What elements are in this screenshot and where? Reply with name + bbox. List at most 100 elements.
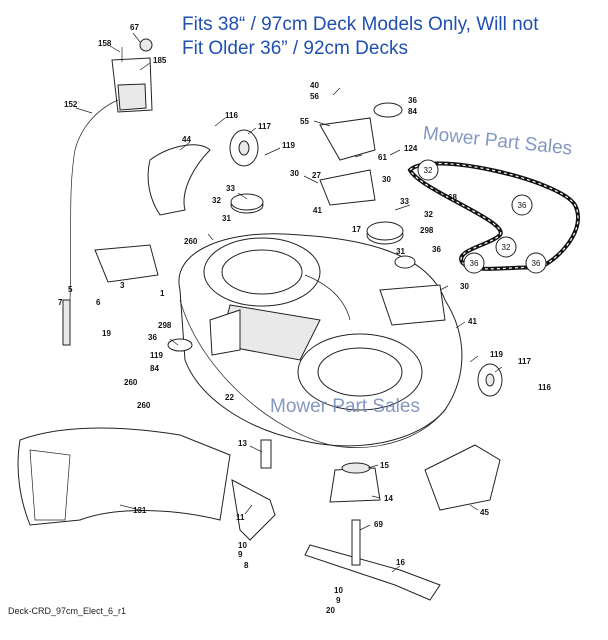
idler-arm (319, 117, 376, 161)
part-label: 10 (238, 541, 247, 550)
part-label: 260 (124, 378, 138, 387)
part-label: 298 (158, 321, 172, 330)
part-label: 9 (238, 550, 243, 559)
idler-pulley (394, 255, 416, 269)
belt-pulley-label: 32 (424, 166, 433, 175)
part-label: 3 (120, 281, 125, 290)
part-label: 185 (153, 56, 167, 65)
part-label: 33 (400, 197, 409, 206)
belt-pulley-label: 32 (502, 243, 511, 252)
part-label: 298 (420, 226, 434, 235)
fitment-note-line-1: Fits 38“ / 97cm Deck Models Only, Will n… (182, 14, 539, 35)
part-label: 7 (58, 298, 63, 307)
part-label: 14 (384, 494, 393, 503)
idler-pulley (477, 363, 503, 397)
fitment-note-line-2: Fit Older 36” / 92cm Decks (182, 38, 408, 59)
part-label: 119 (490, 350, 503, 359)
belt-pulley: 36 (511, 194, 533, 216)
part-label: 5 (68, 285, 73, 294)
watermark-center: Mower Part Sales (270, 396, 420, 417)
belt-guard (147, 144, 211, 216)
part-label: 44 (182, 135, 191, 144)
part-label: 45 (480, 508, 489, 517)
part-label: 30 (382, 175, 391, 184)
spindle-assembly (260, 439, 381, 503)
pulley (230, 193, 264, 214)
part-label: 32 (212, 196, 221, 205)
part-label: 6 (96, 298, 101, 307)
part-label: 1 (160, 289, 165, 298)
part-label: 117 (258, 122, 271, 131)
part-label: 20 (326, 606, 335, 615)
part-label: 68 (448, 193, 457, 202)
part-label: 36 (408, 96, 417, 105)
belt-pulley: 32 (417, 159, 439, 181)
part-label: 30 (290, 169, 299, 178)
belt-pulley-label: 36 (518, 201, 527, 210)
part-label: 55 (300, 117, 309, 126)
part-label: 19 (102, 329, 111, 338)
idler-arm (319, 169, 376, 206)
part-label: 116 (538, 383, 551, 392)
part-label: 117 (518, 357, 531, 366)
part-label: 17 (352, 225, 361, 234)
part-label: 124 (404, 144, 418, 153)
discharge-chute (17, 427, 231, 526)
part-label: 41 (468, 317, 477, 326)
part-label: 15 (380, 461, 389, 470)
part-label: 22 (225, 393, 234, 402)
bracket (94, 244, 159, 283)
part-label: 119 (282, 141, 295, 150)
part-label: 69 (374, 520, 383, 529)
part-label: 8 (244, 561, 249, 570)
part-label: 84 (408, 107, 417, 116)
wing-blade (231, 479, 276, 541)
belt-pulley-label: 36 (470, 259, 479, 268)
part-label: 36 (432, 245, 441, 254)
part-label: 27 (312, 171, 321, 180)
part-label: 56 (310, 92, 319, 101)
part-label: 131 (133, 506, 147, 515)
part-label: 33 (226, 184, 235, 193)
part-label: 119 (150, 351, 163, 360)
part-label: 31 (222, 214, 231, 223)
belt-pulley: 32 (495, 236, 517, 258)
spindle-cover (424, 444, 501, 511)
idler-pulley (167, 338, 193, 352)
part-label: 36 (148, 333, 157, 342)
part-label: 31 (396, 247, 405, 256)
idler-pulley (373, 102, 403, 118)
drawing-code: Deck-CRD_97cm_Elect_6_r1 (8, 606, 127, 616)
part-label: 9 (336, 596, 341, 605)
part-label: 16 (396, 558, 405, 567)
part-label: 260 (184, 237, 198, 246)
part-label: 13 (238, 439, 247, 448)
part-label: 152 (64, 100, 78, 109)
part-label: 41 (313, 206, 322, 215)
part-label: 158 (98, 39, 112, 48)
belt-diagram: 32 36 32 36 36 (407, 159, 580, 274)
part-label: 61 (378, 153, 387, 162)
wing-blade (304, 544, 441, 601)
part-label: 40 (310, 81, 319, 90)
belt-pulley: 36 (525, 252, 547, 274)
part-label: 260 (137, 401, 151, 410)
mower-deck-housing (178, 233, 463, 448)
belt-pulley-label: 36 (532, 259, 541, 268)
spindle-shaft (351, 519, 361, 566)
cable-bracket-assembly (62, 38, 153, 346)
part-label: 84 (150, 364, 159, 373)
part-label: 30 (460, 282, 469, 291)
leader-lines (75, 32, 503, 573)
part-label: 32 (424, 210, 433, 219)
part-label: 11 (236, 513, 245, 522)
part-label: 116 (225, 111, 238, 120)
belt-pulley: 36 (463, 252, 485, 274)
part-label: 67 (130, 23, 139, 32)
part-callouts: 67 158 185 152 116 117 119 44 40 56 36 8… (58, 23, 551, 615)
idler-pulley (229, 129, 259, 167)
pulley (366, 221, 404, 245)
part-label: 10 (334, 586, 343, 595)
